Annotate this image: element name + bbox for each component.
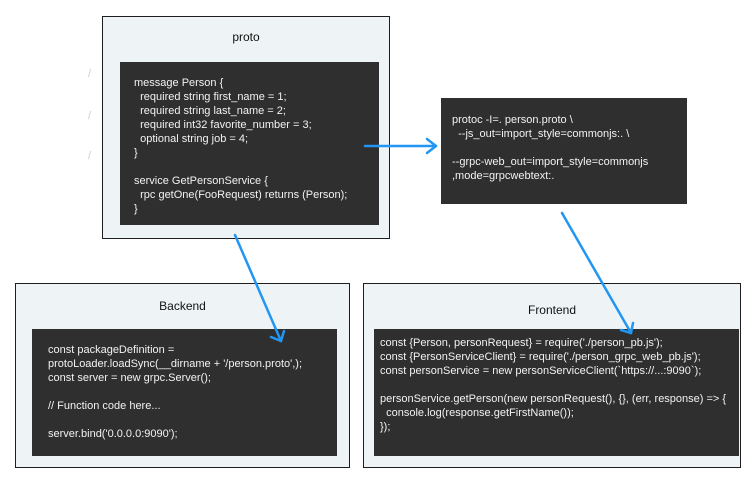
- proto-panel: proto message Person { required string f…: [102, 16, 390, 239]
- code-line: const {PersonServiceClient} = require('.…: [380, 351, 701, 363]
- code-line: protoLoader.loadSync(__dirname + '/perso…: [48, 358, 302, 370]
- code-line: rpc getOne(FooRequest) returns (Person);: [134, 189, 348, 201]
- code-line: const server = new grpc.Server();: [48, 372, 211, 384]
- code-line: message Person {: [134, 77, 224, 89]
- code-line: service GetPersonService {: [134, 175, 268, 187]
- code-line: // Function code here...: [48, 400, 161, 412]
- code-line: required string last_name = 2;: [134, 105, 286, 117]
- code-line: const personService = new personServiceC…: [380, 365, 702, 377]
- code-line: protoc -I=. person.proto \: [452, 114, 573, 126]
- arrow-proto-to-backend: [233, 233, 286, 343]
- backend-title: Backend: [159, 299, 206, 313]
- code-line: optional string job = 4;: [134, 133, 249, 145]
- code-line: --grpc-web_out=import_style=commonjs: [452, 156, 649, 168]
- background-mark: /: [88, 150, 92, 162]
- code-line: personService.getPerson(new personReques…: [380, 393, 727, 405]
- code-line: --js_out=import_style=commonjs:. \: [452, 128, 630, 140]
- frontend-title: Frontend: [527, 303, 577, 317]
- background-mark: /: [88, 68, 92, 80]
- code-line: }: [134, 147, 138, 159]
- code-line: }: [134, 203, 138, 215]
- code-line: ,mode=grpcwebtext:.: [452, 170, 555, 182]
- backend-code-block: const packageDefinition = protoLoader.loa…: [32, 329, 337, 456]
- code-line: server.bind('0.0.0.0:9090');: [48, 428, 178, 440]
- arrow-proto-to-protoc: [363, 137, 438, 155]
- proto-code-block: message Person { required string first_n…: [120, 62, 379, 225]
- code-line: console.log(response.getFirstName());: [380, 407, 574, 419]
- frontend-code-block: const {Person, personRequest} = require(…: [374, 329, 739, 456]
- background-mark: /: [88, 110, 92, 122]
- code-line: required string first_name = 1;: [134, 91, 287, 103]
- frontend-panel: Frontend const {Person, personRequest} =…: [363, 283, 741, 468]
- code-line: required int32 favorite_number = 3;: [134, 119, 312, 131]
- backend-panel: Backend const packageDefinition = protoLo…: [15, 283, 350, 468]
- code-line: const packageDefinition =: [48, 344, 175, 356]
- code-line: });: [380, 421, 391, 433]
- code-line: const {Person, personRequest} = require(…: [380, 337, 663, 349]
- protoc-command-block: protoc -I=. person.proto \ --js_out=impo…: [441, 98, 687, 204]
- arrow-protoc-to-frontend: [560, 211, 635, 335]
- proto-title: proto: [232, 30, 260, 44]
